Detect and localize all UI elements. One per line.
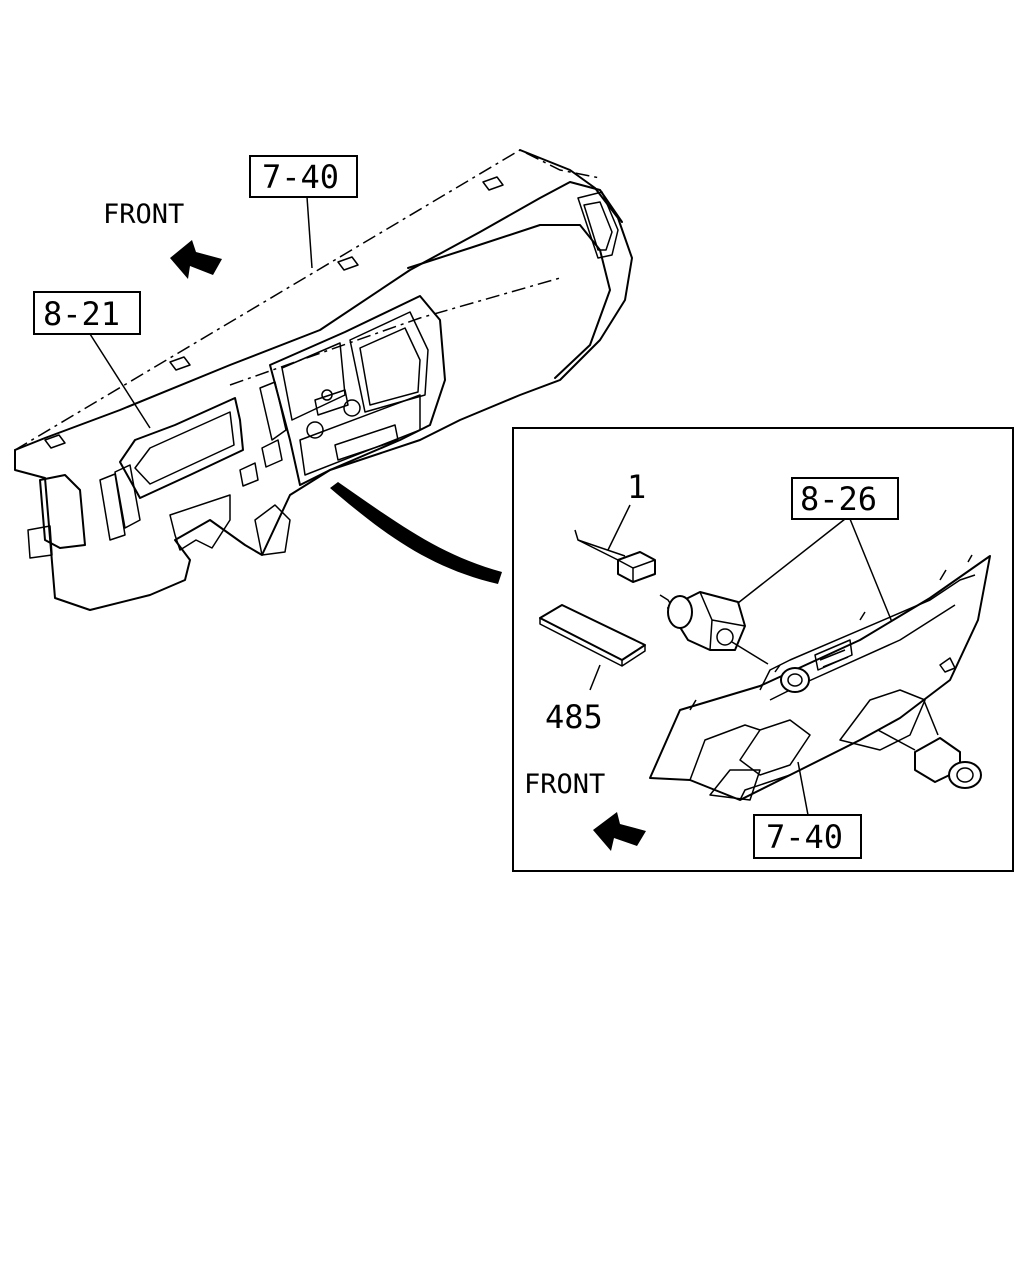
ref-8-21-label: 8-21 <box>43 295 120 333</box>
part-1-connector <box>574 529 656 583</box>
front-label-inset: FRONT <box>524 769 605 800</box>
detail-inset-frame <box>512 427 1014 872</box>
front-arrow-icon <box>593 812 646 851</box>
ref-7-40-inset-box <box>753 814 862 859</box>
switch-component <box>659 591 769 665</box>
ref-7-40-inset-label: 7-40 <box>766 818 843 856</box>
ref-8-26-label: 8-26 <box>800 480 877 518</box>
ref-7-40-top-box <box>249 155 358 198</box>
console-panel <box>649 554 991 801</box>
ref-8-26-box <box>791 477 899 520</box>
ref-8-21-box <box>33 291 141 335</box>
front-arrow-icon <box>170 240 222 279</box>
front-label-top: FRONT <box>103 199 184 230</box>
part-1-label: 1 <box>627 468 646 506</box>
dashboard-assembly <box>14 149 633 611</box>
ref-7-40-top-label: 7-40 <box>262 158 339 196</box>
part-485-label: 485 <box>545 698 603 736</box>
